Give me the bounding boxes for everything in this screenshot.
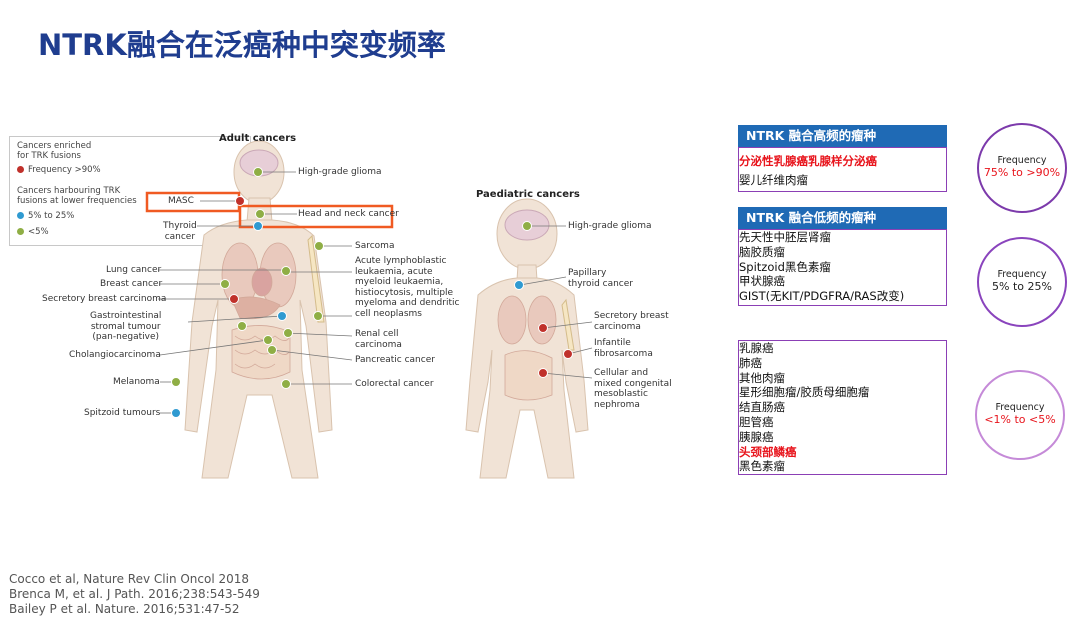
freq-circle-low-label: Frequency (997, 269, 1047, 280)
adult-gist-dot (277, 311, 287, 321)
panel-low-item: 先天性中胚层肾瘤 (739, 230, 831, 244)
legend-item-low: <5% (17, 227, 49, 237)
paediatric-heading: Paediatric cancers (476, 189, 580, 200)
adult-thyroid-dot (253, 221, 263, 231)
label-sarcoma: Sarcoma (355, 241, 395, 251)
label-fibrosarcoma: Infantile fibrosarcoma (594, 338, 653, 359)
legend: Cancers enriched for TRK fusions Frequen… (9, 136, 251, 246)
adult-glioma-dot (253, 167, 263, 177)
label-secretory: Secretory breast carcinoma (42, 294, 167, 304)
freq-circle-low: Frequency 5% to 25% (977, 237, 1067, 327)
child-thyroid-dot (514, 280, 524, 290)
label-melanoma: Melanoma (113, 377, 160, 387)
label-lung: Lung cancer (106, 265, 162, 275)
freq-circle-high-label: Frequency (997, 155, 1047, 166)
panel-low-item: GIST(无KIT/PDGFRA/RAS改变) (739, 289, 905, 304)
adult-leader-lines (158, 171, 353, 414)
panel-high-header: NTRK 融合高频的瘤种 (738, 125, 947, 147)
label-child-hgg: High-grade glioma (568, 221, 652, 231)
panel-rare-item: 其他肉瘤 (739, 370, 785, 385)
child-glioma-dot (522, 221, 532, 231)
panel-rare-item: 乳腺癌 (739, 341, 774, 355)
page-title: NTRK融合在泛癌种中突变频率 (38, 28, 446, 62)
label-adult-hgg: High-grade glioma (298, 167, 382, 177)
label-pancreatic: Pancreatic cancer (355, 355, 435, 365)
adult-heading: Adult cancers (219, 133, 297, 144)
freq-circle-low-value: 5% to 25% (992, 280, 1052, 293)
adult-sarcoma-dot (314, 241, 324, 251)
panel-rare-list: 乳腺癌 肺癌 其他肉瘤 星形细胞瘤/胶质母细胞瘤 结直肠癌 胆管癌 胰腺癌 头颈… (738, 340, 947, 475)
panel-rare-item: 胆管癌 (739, 414, 774, 429)
label-breast: Breast cancer (100, 279, 163, 289)
child-leader-lines (519, 225, 593, 379)
label-nephroma: Cellular and mixed congenital mesoblasti… (594, 368, 672, 410)
adult-lung-dot (281, 266, 291, 276)
label-thyroid: Thyroid cancer (163, 221, 197, 242)
label-child-thyroid: Papillary thyroid cancer (568, 268, 633, 289)
panel-rare-item: 结直肠癌 (739, 400, 785, 415)
freq-circle-rare: Frequency <1% to <5% (975, 370, 1065, 460)
citation-1: Cocco et al, Nature Rev Clin Oncol 2018 (9, 572, 250, 586)
adult-colorectal-dot (281, 379, 291, 389)
adult-breast-dot (220, 279, 230, 289)
citation-2: Brenca M, et al. J Path. 2016;238:543-54… (9, 587, 260, 601)
legend-label-high: Frequency >90% (28, 165, 101, 175)
sarcoma-limb (307, 234, 325, 323)
label-renal: Renal cell carcinoma (355, 329, 402, 350)
panel-high-list: 分泌性乳腺癌乳腺样分泌癌 婴儿纤维肉瘤 (738, 147, 947, 192)
adult-secretory-dot (229, 294, 239, 304)
panel-low-item: Spitzoid黑色素瘤 (739, 259, 831, 274)
label-cholangio: Cholangiocarcinoma (69, 350, 161, 360)
legend-item-high: Frequency >90% (17, 165, 101, 175)
freq-circle-high: Frequency 75% to >90% (977, 123, 1067, 213)
head-neck-highlight-box (238, 204, 394, 229)
panel-low-item: 脑胶质瘤 (739, 244, 785, 259)
panel-low-list: 先天性中胚层肾瘤 脑胶质瘤 Spitzoid黑色素瘤 甲状腺癌 GIST(无KI… (738, 229, 947, 306)
adult-headneck-dot (255, 209, 265, 219)
label-spitzoid: Spitzoid tumours (84, 408, 161, 418)
anatomy-figure (145, 140, 593, 479)
citation-3: Bailey P et al. Nature. 2016;531:47-52 (9, 602, 240, 616)
adult-masc-dot (235, 196, 245, 206)
adult-renal-dot (283, 328, 293, 338)
panel-rare-item: 黑色素瘤 (739, 459, 785, 474)
child-secretory-dot (538, 323, 548, 333)
freq-circle-high-value: 75% to >90% (983, 166, 1061, 179)
legend-label-mid: 5% to 25% (28, 211, 75, 221)
legend-item-mid: 5% to 25% (17, 211, 74, 221)
panel-rare-item: 胰腺癌 (739, 429, 774, 444)
legend-label-low: <5% (28, 227, 49, 237)
panel-low-item: 甲状腺癌 (739, 274, 785, 289)
freq-circle-rare-value: <1% to <5% (984, 413, 1056, 426)
child-organs (497, 295, 557, 401)
label-child-secretory: Secretory breast carcinoma (594, 311, 669, 332)
label-head-neck: Head and neck cancer (298, 209, 399, 219)
legend-enriched-heading: Cancers enriched for TRK fusions (17, 141, 92, 161)
panel-rare-item: 星形细胞瘤/胶质母细胞瘤 (739, 385, 870, 400)
adult-melanoma-dot (171, 377, 181, 387)
legend-lower-heading: Cancers harbouring TRK fusions at lower … (17, 186, 137, 206)
panel-high-item-1: 分泌性乳腺癌乳腺样分泌癌 (739, 154, 877, 168)
adult-breast2-dot (237, 321, 247, 331)
green-dot-icon (17, 228, 24, 235)
adult-pancreatic-dot (267, 345, 277, 355)
blue-dot-icon (17, 212, 24, 219)
panel-rare-item: 头颈部鳞癌 (739, 444, 797, 459)
label-colorectal: Colorectal cancer (355, 379, 434, 389)
panel-low-header: NTRK 融合低频的瘤种 (738, 207, 947, 229)
adult-spitzoid-dot (171, 408, 181, 418)
label-leukaemia: Acute lymphoblastic leukaemia, acute mye… (355, 256, 460, 319)
child-nephroma-dot (538, 368, 548, 378)
adult-leukaemia-dot (313, 311, 323, 321)
adult-organs (221, 242, 297, 380)
label-gist: Gastrointestinal stromal tumour (pan-neg… (90, 311, 162, 342)
freq-circle-rare-label: Frequency (995, 402, 1045, 413)
child-fibrosarcoma-dot (563, 349, 573, 359)
label-masc: MASC (168, 196, 194, 206)
panel-rare-item: 肺癌 (739, 355, 762, 370)
panel-high-item-2: 婴儿纤维肉瘤 (739, 172, 808, 187)
adult-cholangio-dot (263, 335, 273, 345)
red-dot-icon (17, 166, 24, 173)
